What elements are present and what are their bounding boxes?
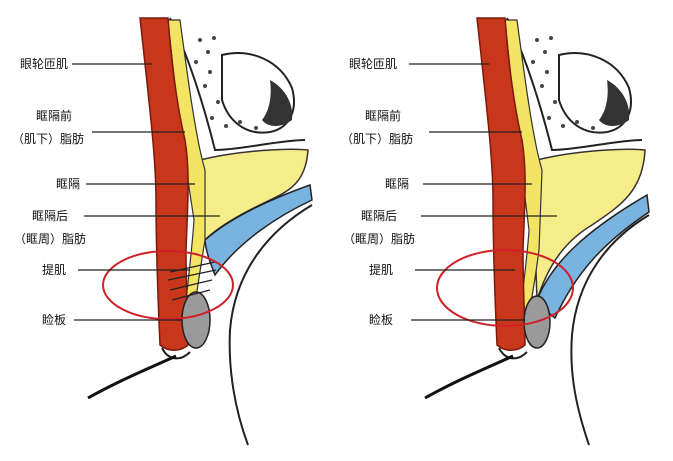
bone-dots [531,36,595,130]
label-tarsus: 睑板 [369,313,394,327]
label-orbicularis: 眼轮匝肌 [349,57,398,71]
eyelash [424,354,514,400]
tarsus [181,291,211,349]
bone-dots [194,36,258,130]
eyelid-anatomy-right [409,17,650,446]
eyelash [87,354,177,400]
leader-lines [72,63,220,321]
orbital-roof [506,17,643,152]
orbital-roof [169,17,306,152]
eyeball-outline [570,214,650,446]
label-levator: 提肌 [42,263,67,277]
eyeball-outline [228,204,313,446]
label-septum: 眶隔 [385,177,410,191]
label-preseptal-1: 眶隔前 [36,109,73,123]
label-levator: 提肌 [369,263,394,277]
highlight-circle [436,249,574,327]
label-tarsus: 睑板 [42,313,67,327]
eyelid-anatomy-left [72,17,313,446]
label-postseptal-1: 眶隔后 [32,209,69,223]
label-postseptal-1: 眶隔后 [361,209,398,223]
label-orbicularis: 眼轮匝肌 [20,57,69,71]
bone-shading [599,80,630,126]
eyelid-diagram-left: 眼轮匝肌 眶隔前 （肌下）脂肪 眶隔 眶隔后 （眶周）脂肪 提肌 睑板 [0,0,336,461]
label-preseptal-1: 眶隔前 [365,109,402,123]
leader-lines [409,63,557,321]
label-preseptal-2: （肌下）脂肪 [341,132,414,146]
label-postseptal-2: （眶周）脂肪 [14,232,87,246]
label-postseptal-2: （眶周）脂肪 [343,232,416,246]
highlight-circle [102,250,234,320]
bone-shading [262,80,293,126]
levator-fibers [167,261,217,301]
eyelid-diagram-right: 眼轮匝肌 眶隔前 （肌下）脂肪 眶隔 眶隔后 （眶周）脂肪 提肌 睑板 [337,0,673,461]
label-preseptal-2: （肌下）脂肪 [12,132,85,146]
label-septum: 眶隔 [56,177,81,191]
